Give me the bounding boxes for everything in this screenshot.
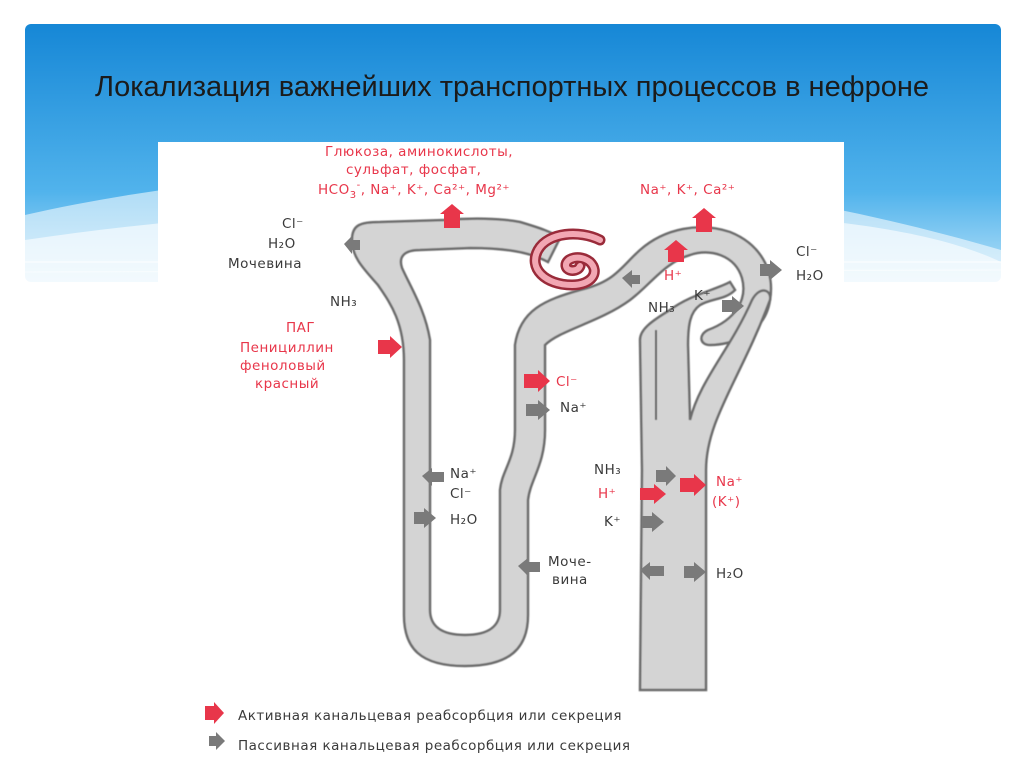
passive-arrow-icon	[656, 466, 676, 486]
active-arrow-icon	[664, 240, 688, 262]
label-h2o-right: H₂O	[796, 268, 824, 284]
active-arrow-icon	[692, 208, 716, 232]
active-arrow-icon	[680, 474, 706, 496]
legend-active-icon	[205, 702, 224, 724]
label-na-descending: Na⁺	[450, 466, 477, 482]
passive-arrow-icon	[640, 562, 664, 580]
label-k-collecting: K⁺	[604, 514, 621, 530]
passive-arrow-icon	[760, 260, 782, 280]
label-na-collecting: Na⁺	[716, 474, 743, 490]
labels: Глюкоза, аминокислоты, сульфат, фосфат, …	[228, 144, 824, 588]
label-ions-distal: Na⁺, K⁺, Ca²⁺	[640, 182, 735, 198]
active-arrow-icon	[524, 370, 550, 392]
passive-arrow-icon	[526, 400, 550, 420]
label-cl-descending: Cl⁻	[450, 486, 472, 502]
label-h2o-collecting: H₂O	[716, 566, 744, 582]
label-h-collecting: H⁺	[598, 486, 616, 502]
proximal-and-loop-tubule	[350, 217, 773, 668]
active-arrow-icon	[440, 204, 464, 228]
label-ions-proximal: HCO3-, Na⁺, K⁺, Ca²⁺, Mg²⁺	[318, 180, 510, 201]
legend-passive-label: Пассивная канальцевая реабсорбция или се…	[238, 738, 631, 754]
label-h2o-descending: H₂O	[450, 512, 478, 528]
label-phenol-1: феноловый	[240, 358, 326, 374]
legend: Активная канальцевая реабсорбция или сек…	[205, 702, 631, 754]
passive-arrow-icon	[622, 270, 640, 288]
label-cl-right: Cl⁻	[796, 244, 818, 260]
passive-arrow-icon	[518, 558, 540, 576]
tubule	[350, 217, 773, 692]
label-k-distal: K⁺	[694, 288, 711, 304]
active-arrow-icon	[378, 336, 402, 358]
label-urea-mid-2: вина	[552, 572, 588, 588]
passive-arrow-icon	[422, 468, 444, 486]
glomerulus	[529, 228, 606, 291]
label-urea-mid-1: Моче-	[548, 554, 592, 570]
label-nh3-left: NH₃	[330, 294, 357, 310]
legend-passive-icon	[209, 732, 225, 750]
label-h2o-left: H₂O	[268, 236, 296, 252]
label-glucose: Глюкоза, аминокислоты,	[325, 144, 513, 160]
active-arrow-icon	[640, 484, 666, 504]
label-phenol-2: красный	[255, 376, 319, 392]
passive-arrow-icon	[344, 236, 360, 254]
label-cl-left: Cl⁻	[282, 216, 304, 232]
passive-arrow-icon	[684, 562, 706, 582]
collecting-duct	[638, 280, 772, 692]
label-k-paren-collecting: (K⁺)	[712, 494, 741, 510]
passive-arrow-icon	[722, 296, 744, 316]
active-arrows	[378, 204, 716, 504]
label-h-distal: H⁺	[664, 268, 682, 284]
label-nh3-collecting: NH₃	[594, 462, 621, 478]
label-penicillin: Пенициллин	[240, 340, 334, 356]
label-cl-ascending: Cl⁻	[556, 374, 578, 390]
legend-active-label: Активная канальцевая реабсорбция или сек…	[238, 708, 622, 724]
label-sulfate: сульфат, фосфат,	[346, 162, 481, 178]
label-urea-left: Мочевина	[228, 256, 302, 272]
passive-arrows	[344, 236, 782, 582]
passive-arrow-icon	[642, 512, 664, 532]
passive-arrow-icon	[414, 508, 436, 528]
label-na-ascending: Na⁺	[560, 400, 587, 416]
label-pag: ПАГ	[286, 320, 315, 336]
slide-title: Локализация важнейших транспортных проце…	[95, 71, 929, 103]
label-nh3-distal: NH₃	[648, 300, 675, 316]
